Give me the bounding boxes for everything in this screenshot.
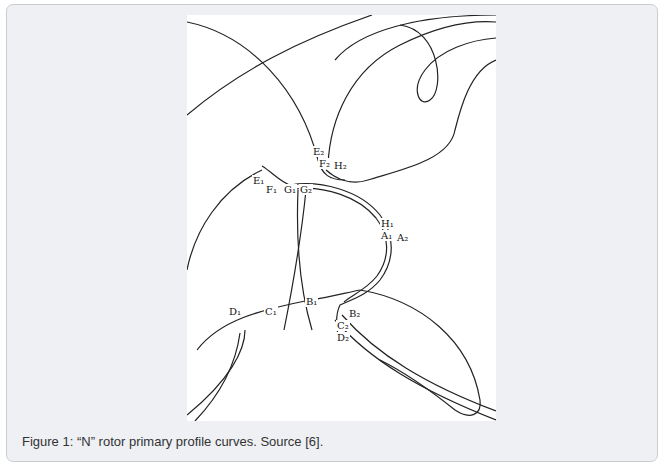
point-label: H₂ xyxy=(333,160,348,171)
right-loop xyxy=(326,60,496,182)
point-label: G₂ xyxy=(299,184,313,195)
lower-right-band xyxy=(335,320,496,420)
point-label: A₂ xyxy=(396,232,409,243)
point-label: B₁ xyxy=(305,296,318,307)
crossing-curve xyxy=(298,190,312,330)
point-label: C₁ xyxy=(264,306,278,317)
lower-right-band xyxy=(342,315,496,411)
left-arc xyxy=(187,170,262,270)
point-label: F₁ xyxy=(265,184,278,195)
figure-caption: Figure 1: “N” rotor primary profile curv… xyxy=(22,434,642,450)
point-label: E₂ xyxy=(312,146,325,157)
point-label: D₂ xyxy=(336,332,350,343)
lower-left-lobe xyxy=(195,333,240,421)
lower-left-lobe xyxy=(187,330,245,415)
point-label: A₁ xyxy=(380,230,393,241)
point-label: C₂ xyxy=(336,320,350,331)
lower-right-loop xyxy=(360,290,480,415)
point-label: B₂ xyxy=(348,308,361,319)
point-label: D₁ xyxy=(228,306,242,317)
upper-right-loop xyxy=(400,25,496,102)
male-lobe-profile xyxy=(296,188,387,302)
point-label: E₁ xyxy=(252,175,265,186)
male-lobe-profile xyxy=(290,184,391,342)
point-label: F₂ xyxy=(318,158,331,169)
male-rotor-flank xyxy=(328,22,496,165)
lower-flank xyxy=(197,290,360,350)
female-lobe-flank xyxy=(187,22,345,180)
crossing-curve xyxy=(284,190,306,330)
point-label: G₁ xyxy=(283,184,297,195)
point-label: H₁ xyxy=(380,218,395,229)
upper-flank xyxy=(262,166,292,186)
